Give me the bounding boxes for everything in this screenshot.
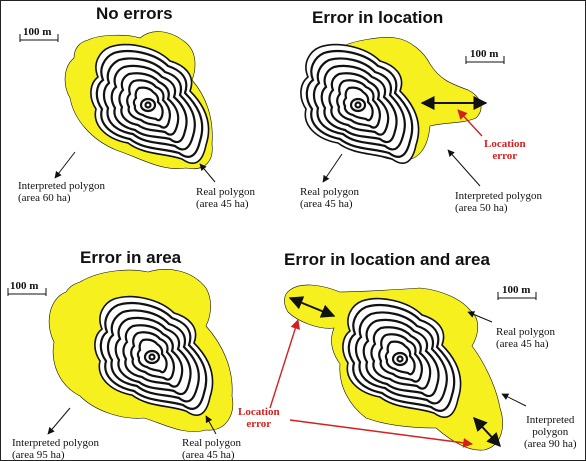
interpreted-polygon-label: Interpreted polygon (area 95 ha)	[12, 437, 100, 461]
location-error-arrow	[288, 296, 336, 318]
panel-no-errors	[19, 31, 216, 183]
panel-error-in-location	[299, 37, 505, 187]
interpreted-polygon-label: Interpreted polygon (area 60 ha)	[18, 180, 106, 204]
panel-error-in-location-and-area	[269, 284, 537, 451]
panel-title-error-in-location: Error in location	[312, 8, 444, 27]
area-error-arrow	[473, 416, 501, 448]
panel-title-no-errors: No errors	[96, 4, 173, 23]
real-polygon-label: Real polygon (area 45 ha)	[300, 186, 359, 210]
location-error-label: Location error	[484, 138, 526, 162]
interpreted-polygon-label: Interpreted polygon (area 90 ha)	[524, 414, 577, 450]
real-polygon-label: Real polygon (area 45 ha)	[496, 326, 555, 350]
panel-title-error-in-location-and-area: Error in location and area	[284, 250, 490, 269]
panel-title-error-in-area: Error in area	[80, 248, 182, 267]
scale-label: 100 m	[470, 48, 499, 60]
interpreted-polygon-label: Interpreted polygon (area 50 ha)	[455, 190, 543, 214]
scale-label: 100 m	[502, 284, 531, 296]
scale-label: 100 m	[23, 26, 52, 38]
panel-error-in-area	[7, 269, 234, 435]
location-error-label: Location error	[238, 406, 280, 430]
scale-label: 100 m	[10, 280, 39, 292]
real-polygon-label: Real polygon (area 45 ha)	[196, 186, 255, 210]
real-polygon-label: Real polygon (area 45 ha)	[182, 437, 241, 461]
